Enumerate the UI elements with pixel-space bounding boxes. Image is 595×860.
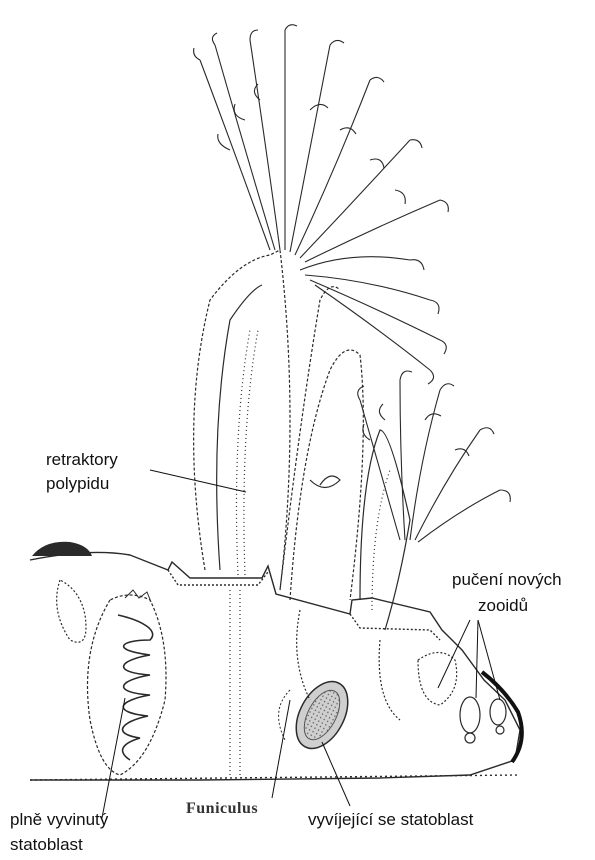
- lophophore-crowns: [194, 25, 511, 542]
- label-budding-line2: zooidů: [478, 594, 528, 618]
- label-developing-statoblast: vyvíjející se statoblast: [308, 808, 473, 832]
- label-funiculus: Funiculus: [186, 800, 258, 818]
- full-statoblast-shape: [57, 580, 166, 775]
- colony-edge-left: [32, 542, 92, 556]
- colony-edge-right: [482, 672, 522, 762]
- polypide-tubes: [194, 250, 410, 775]
- label-budding-line1: pučení nových: [452, 568, 562, 592]
- label-full-statoblast-line2: statoblast: [10, 833, 83, 857]
- new-zooid-buds: [418, 653, 506, 744]
- developing-statoblast-shape: [279, 673, 359, 757]
- label-retractors-line2: polypidu: [46, 472, 109, 496]
- colony-body: [30, 552, 520, 780]
- leader-lines: [102, 470, 500, 818]
- label-retractors-line1: retraktory: [46, 448, 118, 472]
- label-full-statoblast-line1: plně vyvinutý: [10, 808, 108, 832]
